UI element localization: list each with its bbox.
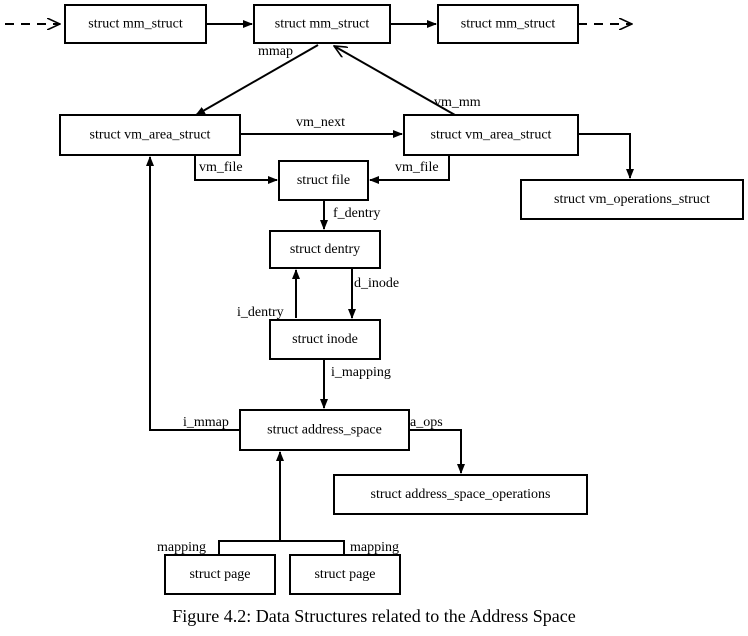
label-i-mmap: i_mmap xyxy=(183,415,229,430)
node-label: struct inode xyxy=(292,332,358,347)
edge-vm-file-1 xyxy=(194,155,278,184)
edge-mapping-1 xyxy=(218,540,280,555)
edge-vm-mm xyxy=(334,46,456,116)
node-label: struct page xyxy=(189,567,250,582)
node-label: struct address_space xyxy=(267,423,382,438)
node-inode: struct inode xyxy=(269,319,381,360)
label-f-dentry: f_dentry xyxy=(333,206,380,221)
label-vm-next: vm_next xyxy=(296,115,345,130)
label-vm-file-1: vm_file xyxy=(199,160,243,175)
label-vm-file-2: vm_file xyxy=(395,160,439,175)
edge-i-mmap xyxy=(146,156,240,431)
label-mapping-2: mapping xyxy=(350,540,399,555)
label-i-mapping: i_mapping xyxy=(331,365,391,380)
node-mm-struct-1: struct mm_struct xyxy=(64,4,207,44)
node-file: struct file xyxy=(278,160,369,201)
label-d-inode: d_inode xyxy=(354,276,399,291)
node-page-1: struct page xyxy=(164,554,276,595)
edges xyxy=(5,24,634,555)
node-label: struct mm_struct xyxy=(88,17,183,32)
label-i-dentry: i_dentry xyxy=(237,305,284,320)
label-mapping-1: mapping xyxy=(157,540,206,555)
label-a-ops: a_ops xyxy=(410,415,443,430)
node-mm-struct-3: struct mm_struct xyxy=(437,4,579,44)
node-mm-struct-2: struct mm_struct xyxy=(253,4,391,44)
label-mmap: mmap xyxy=(258,44,293,59)
node-label: struct mm_struct xyxy=(461,17,556,32)
node-vm-operations-struct: struct vm_operations_struct xyxy=(520,179,744,220)
node-page-2: struct page xyxy=(289,554,401,595)
node-label: struct vm_area_struct xyxy=(90,128,211,143)
node-vm-area-struct-2: struct vm_area_struct xyxy=(403,114,579,156)
edge-a-ops xyxy=(409,429,465,474)
node-label: struct page xyxy=(314,567,375,582)
node-label: struct vm_area_struct xyxy=(431,128,552,143)
node-dentry: struct dentry xyxy=(269,230,381,269)
edge-labels: mmap vm_mm vm_next vm_file vm_file f_den… xyxy=(157,44,481,555)
edge-vm-file-2 xyxy=(369,155,450,184)
node-label: struct file xyxy=(297,173,350,188)
node-label: struct dentry xyxy=(290,242,360,257)
edge-mmap xyxy=(195,44,319,116)
node-label: struct address_space_operations xyxy=(371,487,551,502)
node-address-space-operations: struct address_space_operations xyxy=(333,474,588,515)
node-label: struct mm_struct xyxy=(275,17,370,32)
node-vm-area-struct-1: struct vm_area_struct xyxy=(59,114,241,156)
node-label: struct vm_operations_struct xyxy=(554,192,710,207)
node-address-space: struct address_space xyxy=(239,409,410,451)
edge-vm-ops xyxy=(578,133,634,179)
label-vm-mm: vm_mm xyxy=(434,95,481,110)
edge-mapping-2 xyxy=(280,540,345,555)
figure-caption: Figure 4.2: Data Structures related to t… xyxy=(172,606,575,626)
